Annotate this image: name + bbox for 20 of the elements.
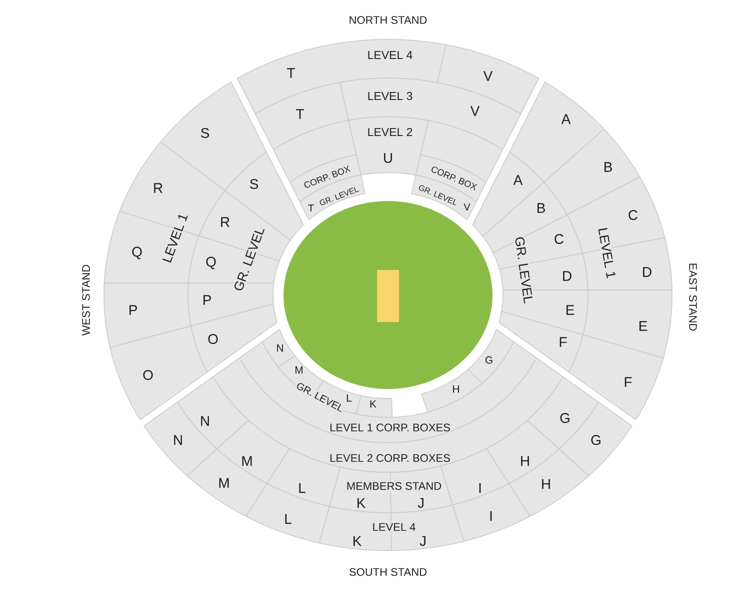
seating-section: G [467, 329, 514, 384]
seating-section: T [254, 82, 349, 150]
row-label: MEMBERS STAND [345, 480, 443, 492]
stand-label: EAST STAND [689, 264, 697, 331]
row-label: LEVEL 4 [371, 522, 417, 532]
seating-section: K [356, 395, 393, 418]
row-label: GR. LEVEL [513, 234, 535, 306]
stand-label: NORTH STAND [350, 16, 427, 24]
stand-label: WEST STAND [82, 264, 90, 336]
row-label: LEVEL 1 [160, 210, 190, 266]
seating-section: LEVEL 2 U [348, 116, 429, 176]
seating-section: F [568, 334, 664, 420]
row-label: GR. LEVEL [232, 224, 266, 294]
row-label: LEVEL 1 [596, 226, 618, 280]
stand-label: SOUTH STAND [350, 568, 426, 576]
seating-section: N [262, 329, 296, 368]
seating-section: E [582, 290, 672, 358]
seating-section: P [104, 282, 192, 348]
seating-section: H [421, 369, 483, 412]
seating-section: O [190, 304, 278, 372]
